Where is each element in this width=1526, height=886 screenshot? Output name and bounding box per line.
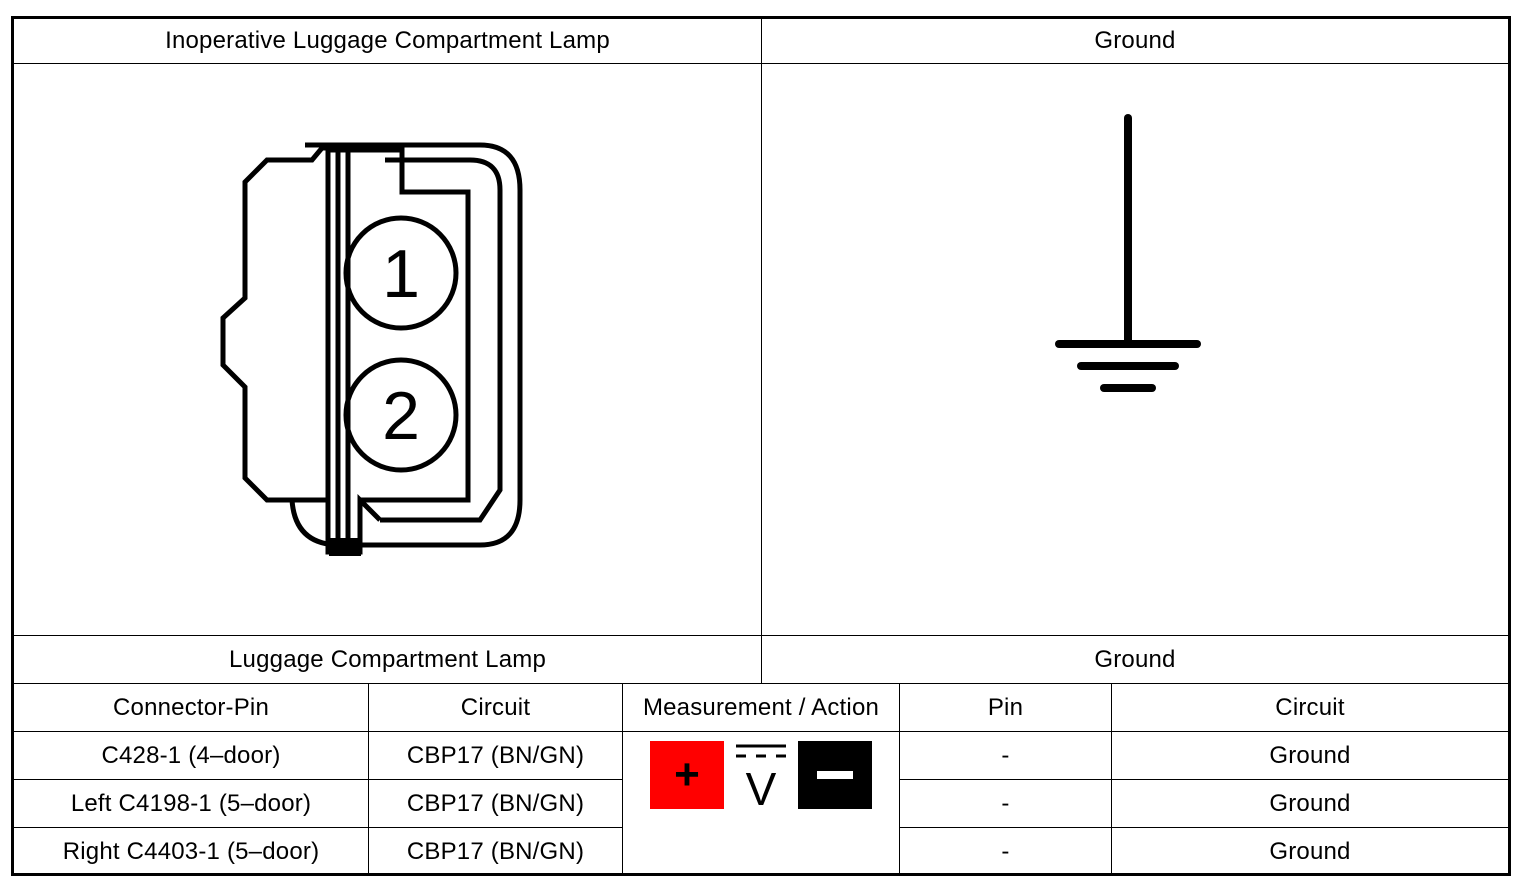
connector-face-diagram: 1 2 [220, 142, 523, 556]
column-header: Circuit [460, 693, 531, 721]
ground-circuit-cell: Ground [1269, 837, 1351, 865]
divider [899, 827, 1511, 828]
divider [11, 827, 623, 828]
pin-cell: - [1001, 837, 1010, 865]
divider [761, 16, 762, 684]
component-heading: Luggage Compartment Lamp [229, 645, 546, 673]
ground-heading: Ground [1094, 27, 1176, 54]
divider [622, 683, 623, 876]
measurement-action: + V [650, 741, 872, 809]
ground-symbol-icon [1055, 114, 1201, 392]
connector-pin-cell: Left C4198-1 (5–door) [70, 789, 312, 817]
divider [368, 683, 369, 876]
ground-circuit-cell: Ground [1269, 741, 1351, 769]
volt-symbol: V [746, 763, 777, 809]
divider [1111, 683, 1112, 876]
connector-pin-cell: C428-1 (4–door) [101, 741, 281, 769]
circuit-cell: CBP17 (BN/GN) [406, 741, 585, 769]
column-header: Measurement / Action [642, 693, 880, 721]
column-header: Pin [987, 693, 1024, 721]
plus-symbol: + [674, 750, 700, 799]
minus-bar [817, 771, 853, 779]
ground-circuit-cell: Ground [1269, 789, 1351, 817]
circuit-cell: CBP17 (BN/GN) [406, 789, 585, 817]
minus-probe-icon [798, 741, 872, 809]
pin-cell: - [1001, 789, 1010, 817]
connector-pin-cell: Right C4403-1 (5–door) [62, 837, 320, 865]
pin-1-label: 1 [382, 236, 420, 312]
pin-cell: - [1001, 741, 1010, 769]
divider [899, 683, 900, 876]
ground-component-heading: Ground [1094, 645, 1176, 673]
plus-probe-icon: + [650, 741, 724, 809]
divider [11, 779, 623, 780]
divider [11, 731, 1511, 732]
connector-latch [329, 538, 361, 556]
pin-2-label: 2 [382, 378, 420, 454]
divider [899, 779, 1511, 780]
connector-heading: Inoperative Luggage Compartment Lamp [165, 27, 610, 54]
column-header: Circuit [1275, 693, 1345, 721]
circuit-cell: CBP17 (BN/GN) [406, 837, 585, 865]
column-header: Connector-Pin [112, 693, 269, 721]
dc-voltage-icon: V [736, 744, 786, 809]
